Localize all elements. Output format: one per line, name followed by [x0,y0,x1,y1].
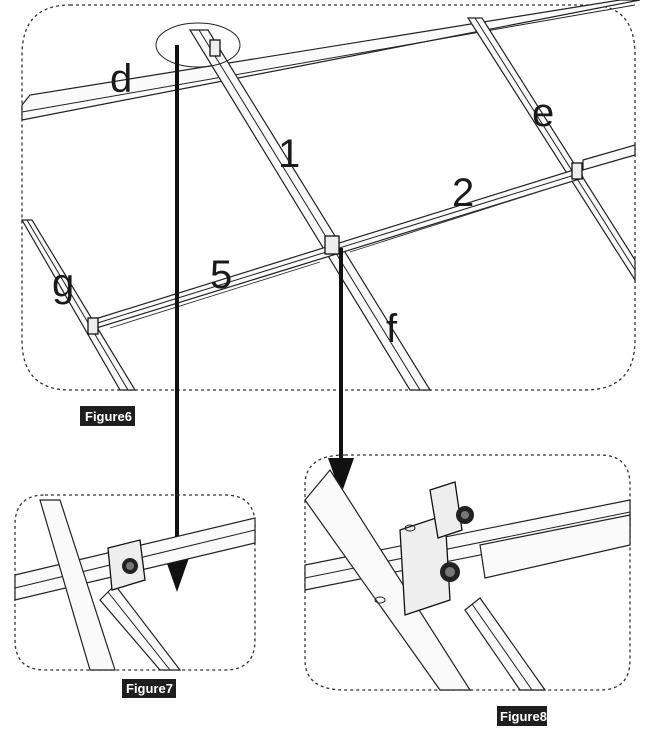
label-g: g [52,261,74,305]
figure7-detail [14,499,256,671]
label-d: d [110,57,132,101]
figure6-caption: Figure6 [80,406,135,426]
figure7-frame [14,494,256,671]
label-e: e [532,91,554,135]
arrow-to-figure7 [164,45,190,592]
svg-text:Figure6: Figure6 [85,409,132,424]
label-2: 2 [452,171,474,215]
svg-text:Figure8: Figure8 [500,709,547,724]
label-1: 1 [278,132,300,176]
figure8-caption: Figure8 [497,706,547,726]
figure8-detail [304,468,631,691]
label-5: 5 [210,253,232,297]
figure7-caption: Figure7 [122,679,176,698]
arrow-to-figure8 [328,248,354,495]
label-f: f [386,307,398,351]
svg-text:Figure7: Figure7 [126,681,173,696]
highlight-circle [155,22,241,68]
